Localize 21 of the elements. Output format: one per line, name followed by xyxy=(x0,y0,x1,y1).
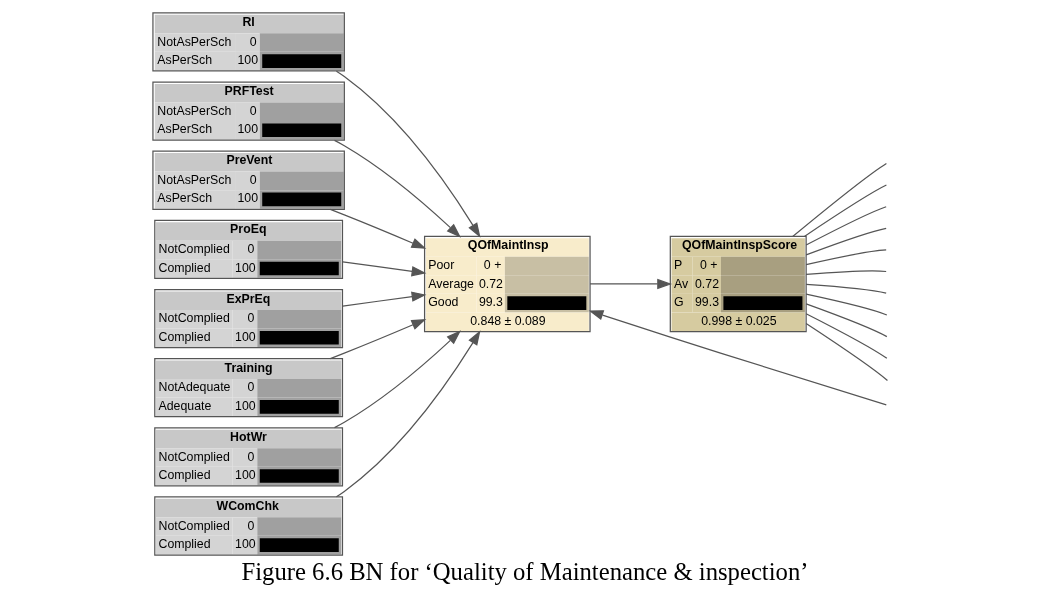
connector xyxy=(805,206,887,246)
connector xyxy=(805,313,887,359)
arrow xyxy=(329,208,426,249)
connector xyxy=(805,293,887,316)
arrow xyxy=(335,70,481,238)
arrow xyxy=(333,139,461,238)
arrow xyxy=(341,291,426,307)
connector xyxy=(805,322,888,382)
arrow xyxy=(341,261,426,277)
connector xyxy=(805,227,887,256)
connector xyxy=(791,162,887,238)
connector xyxy=(805,270,887,276)
arrow xyxy=(588,278,672,290)
arrow xyxy=(333,330,461,429)
connector xyxy=(805,249,887,266)
caption: Figure 6.6 BN for ‘Quality of Maintenance & inspection’ xyxy=(241,557,808,585)
arrow xyxy=(329,319,426,360)
arrow xyxy=(335,330,481,498)
connector xyxy=(805,283,887,294)
connector xyxy=(803,184,887,237)
connector xyxy=(805,303,887,338)
